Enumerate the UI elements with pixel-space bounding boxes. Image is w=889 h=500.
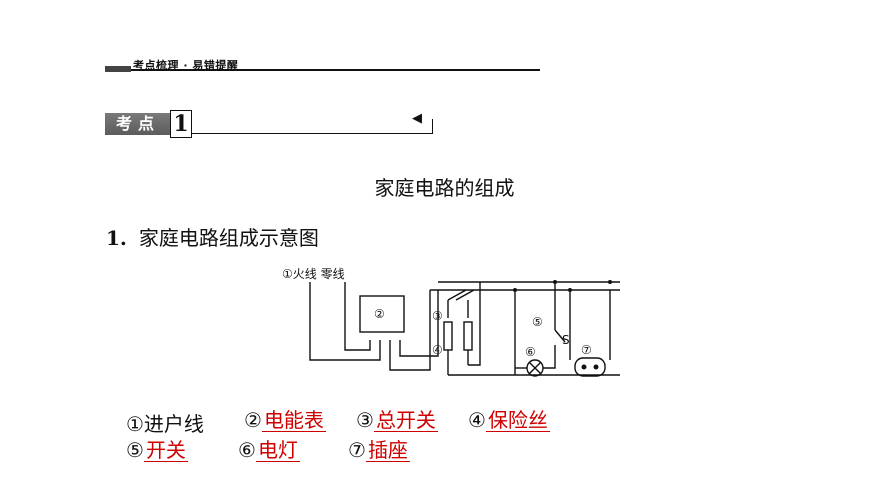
label-main-switch: ③	[432, 309, 443, 323]
answer-4-blank: 保险丝	[485, 408, 550, 432]
label-fuse: ④	[432, 343, 443, 357]
label-lamp: ⑥	[525, 345, 536, 359]
section-tag-box	[105, 113, 191, 135]
answer-6-blank: 电灯	[255, 438, 300, 462]
live-wire	[309, 282, 381, 361]
meter-box	[359, 295, 405, 333]
section-tag-number: 1	[170, 110, 192, 138]
neutral-wire	[344, 282, 371, 351]
answer-row-1: ①进户线	[126, 408, 204, 437]
answer-3-blank: 总开关	[373, 408, 438, 432]
label-socket: ⑦	[581, 343, 592, 357]
fuse-right	[463, 321, 473, 351]
answer-7-blank: 插座	[365, 438, 410, 462]
label-live-neutral: ①火线 零线	[282, 267, 345, 281]
header-marker	[105, 66, 131, 72]
item-heading: 1. 家庭电路组成示意图	[106, 222, 319, 251]
arrow-left-icon: ◀	[412, 111, 422, 126]
main-switch-blade	[447, 289, 467, 301]
answer-4-marker: ④	[468, 408, 486, 432]
socket-symbol	[574, 357, 606, 377]
breadcrumb: 考点梳理 · 易错提醒	[133, 59, 239, 72]
answer-2-marker: ②	[244, 408, 262, 432]
answer-7-marker: ⑦	[348, 438, 366, 462]
fuse-left	[443, 321, 453, 351]
answer-2-blank: 电能表	[261, 408, 326, 432]
label-switch-s: S	[562, 333, 570, 347]
answer-3-marker: ③	[356, 408, 374, 432]
section-rule-end	[432, 119, 433, 134]
item-text: 家庭电路组成示意图	[138, 226, 319, 250]
section-rule	[191, 133, 433, 134]
answer-1-marker: ①进户线	[126, 412, 204, 436]
household-circuit-diagram: ①火线 零线 ② ③ ④ ⑤ S ⑥ ⑦	[282, 267, 620, 377]
answer-5-blank: 开关	[143, 438, 188, 462]
header-rule	[105, 69, 540, 71]
answer-5-marker: ⑤	[126, 438, 144, 462]
section-title: 家庭电路的组成	[374, 176, 515, 200]
item-number: 1.	[106, 226, 127, 250]
label-meter: ②	[374, 307, 385, 321]
section-tag-label: 考点	[116, 114, 161, 133]
label-switch: ⑤	[532, 315, 543, 329]
switch-blade	[554, 329, 566, 343]
answer-6-marker: ⑥	[238, 438, 256, 462]
